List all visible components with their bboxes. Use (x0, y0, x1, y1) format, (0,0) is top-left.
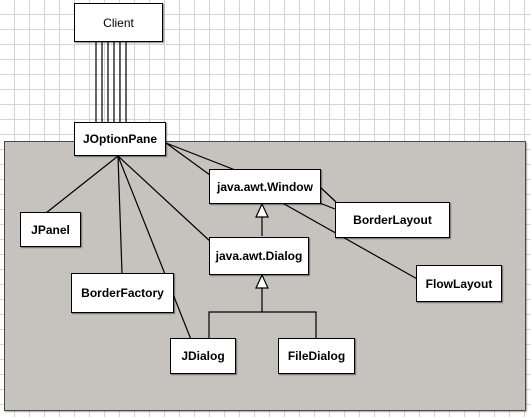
borderfactory-class-box[interactable]: BorderFactory (71, 273, 174, 313)
java-awt-window-class-box[interactable]: java.awt.Window (209, 169, 321, 204)
joptionpane-to-jpanel-line (45, 155, 119, 214)
joptionpane-to-jdialog-line (117, 155, 193, 343)
jdialog-label: JDialog (181, 349, 225, 363)
borderlayout-class-box[interactable]: BorderLayout (335, 202, 450, 238)
window-to-flowlayout-line (269, 195, 420, 281)
joptionpane-to-borderfactory-line (117, 155, 123, 274)
filedialog-label: FileDialog (287, 349, 346, 363)
joptionpane-class-box[interactable]: JOptionPane (74, 122, 166, 156)
client-label: Client (103, 15, 134, 30)
flowlayout-label: FlowLayout (425, 276, 493, 291)
jdialog-class-box[interactable]: JDialog (170, 338, 236, 374)
joptionpane-to-dialog-line (117, 155, 213, 244)
borderlayout-label: BorderLayout (353, 213, 432, 227)
dialog-generalization-arrowhead (255, 273, 269, 289)
client-joptionpane-connectors (95, 41, 127, 122)
joptionpane-label: JOptionPane (82, 132, 157, 146)
java-awt-window-label: java.awt.Window (217, 179, 313, 194)
java-awt-dialog-class-box[interactable]: java.awt.Dialog (209, 237, 309, 275)
client-class-box[interactable]: Client (74, 3, 163, 42)
window-to-borderlayout-line (319, 186, 337, 203)
java-awt-dialog-label: java.awt.Dialog (215, 249, 303, 263)
jpanel-label: JPanel (31, 222, 70, 237)
window-generalization-arrowhead (255, 202, 269, 218)
borderfactory-label: BorderFactory (81, 286, 164, 300)
jpanel-class-box[interactable]: JPanel (20, 212, 81, 247)
subclass-to-dialog-generalization-lines (208, 311, 317, 339)
joptionpane-to-window-line (165, 142, 211, 176)
flowlayout-class-box[interactable]: FlowLayout (416, 265, 502, 302)
filedialog-class-box[interactable]: FileDialog (278, 338, 355, 374)
